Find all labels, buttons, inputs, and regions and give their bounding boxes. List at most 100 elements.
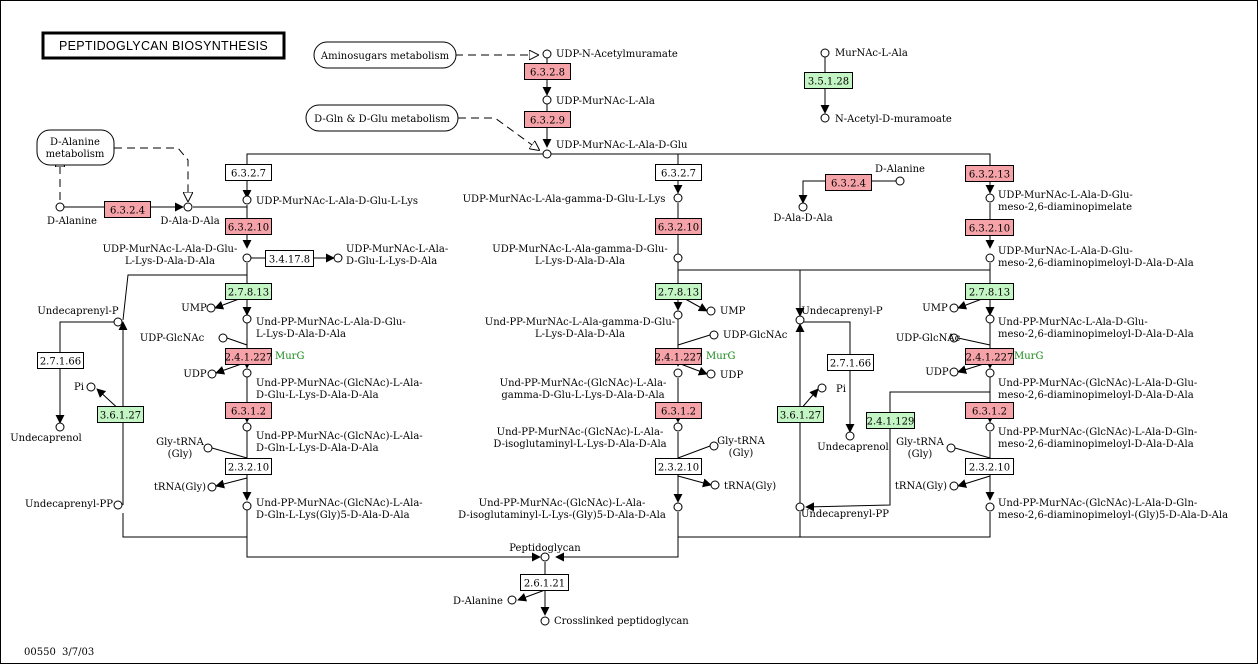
compound-node-icon[interactable] [673,422,683,432]
enzyme-box-6-3-2-7[interactable]: 6.3.2.7 [655,164,702,181]
compound-und-pp-murnac-glcnac-l-ala-d-glu-l-lys-d-ala-d-ala[interactable]: Und-PP-MurNAc-(GlcNAc)-L-Ala-D-Glu-L-Lys… [242,368,423,401]
enzyme-box-6-3-1-2[interactable]: 6.3.1.2 [225,402,272,419]
compound-und-pp-murnac-glcnac-l-ala-d-isoglutaminyl-l-lys-d-ala-d-ala[interactable]: Und-PP-MurNAc-(GlcNAc)-L-Ala-D-isoglutam… [493,422,683,450]
compound-node-icon[interactable] [242,368,252,378]
compound-node-icon[interactable] [985,422,995,432]
compound-node-icon[interactable] [795,502,805,512]
compound-node-icon[interactable] [949,367,959,377]
compound-node-icon[interactable] [55,202,65,212]
enzyme-box-6-3-2-10[interactable]: 6.3.2.10 [965,219,1014,236]
compound-undecaprenyl-p[interactable]: Undecaprenyl-P [37,306,123,327]
compound-node-icon[interactable] [542,49,552,59]
compound-node-icon[interactable] [949,481,959,491]
compound-udp-murnac-l-ala-d-glu-l-lys-d-ala[interactable]: UDP-MurNAc-L-Ala-D-Glu-L-Lys-D-Ala [333,244,448,267]
compound-und-pp-murnac-l-ala-gamma-d-glu-l-lys-d-ala-d-ala[interactable]: Und-PP-MurNAc-L-Ala-gamma-D-Glu-L-Lys-D-… [485,310,683,340]
compound-node-icon[interactable] [542,95,552,105]
compound-node-icon[interactable] [507,595,517,605]
compound-d-ala-d-ala[interactable]: D-Ala-D-Ala [773,202,833,224]
compound-node-icon[interactable] [207,369,217,379]
compound-und-pp-murnac-glcnac-l-ala-d-isoglutaminyl-l-lys-gly-5-d-ala-d-ala[interactable]: Und-PP-MurNAc-(GlcNAc)-L-Ala-D-isoglutam… [458,498,683,521]
compound-node-icon[interactable] [985,193,995,203]
compound-udp-murnac-l-ala-d-glu[interactable]: UDP-MurNAc-L-Ala-D-Glu [542,140,688,159]
enzyme-box-3-6-1-27[interactable]: 3.6.1.27 [777,406,824,423]
enzyme-box-6-3-2-13[interactable]: 6.3.2.13 [965,165,1014,182]
compound-udp-glcnac[interactable]: UDP-GlcNAc [140,333,228,344]
compound-trna-gly[interactable]: tRNA(Gly) [154,482,217,493]
compound-node-icon[interactable] [985,502,995,512]
compound-undecaprenyl-p[interactable]: Undecaprenyl-P [795,306,883,325]
compound-udp-murnac-l-ala-gamma-d-glu-l-lys-d-ala-d-ala[interactable]: UDP-MurNAc-L-Ala-gamma-D-Glu-L-Lys-D-Ala… [492,244,683,267]
compound-node-icon[interactable] [673,253,683,263]
enzyme-box-2-3-2-10[interactable]: 2.3.2.10 [965,458,1014,475]
compound-node-icon[interactable] [673,502,683,512]
compound-node-icon[interactable] [86,382,96,392]
compound-node-icon[interactable] [798,202,808,212]
enzyme-box-2-7-1-66[interactable]: 2.7.1.66 [827,354,874,371]
map-link-d-alanine[interactable]: D-Alanine metabolism [36,129,115,166]
compound-node-icon[interactable] [55,422,65,432]
enzyme-box-6-3-1-2[interactable]: 6.3.1.2 [655,402,702,419]
compound-node-icon[interactable] [820,113,830,123]
enzyme-box-2-7-8-13[interactable]: 2.7.8.13 [225,283,272,300]
compound-crosslinked-peptidoglycan[interactable]: Crosslinked peptidoglycan [540,616,689,627]
enzyme-box-2-6-1-21[interactable]: 2.6.1.21 [520,574,569,591]
compound-node-icon[interactable] [113,500,123,510]
compound-gly-trna-gly[interactable]: Gly-tRNA(Gly) [709,436,766,459]
enzyme-box-3-6-1-27[interactable]: 3.6.1.27 [97,406,144,423]
compound-node-icon[interactable] [242,253,252,263]
compound-node-icon[interactable] [820,48,830,58]
compound-node-icon[interactable] [542,149,552,159]
compound-node-icon[interactable] [709,441,719,451]
compound-und-pp-murnac-l-ala-d-glu-l-lys-d-ala-d-ala[interactable]: Und-PP-MurNAc-L-Ala-D-Glu-L-Lys-D-Ala-D-… [242,314,406,340]
compound-ump[interactable]: UMP [922,303,959,314]
compound-und-pp-murnac-glcnac-l-ala-d-gln-meso-2-6-diaminopimeloyl-d-ala-d-ala[interactable]: Und-PP-MurNAc-(GlcNAc)-L-Ala-D-Gln-meso-… [985,422,1197,450]
enzyme-box-3-4-17-8[interactable]: 3.4.17.8 [265,250,314,267]
compound-node-icon[interactable] [706,306,716,316]
compound-und-pp-murnac-glcnac-l-ala-d-gln-meso-2-6-diaminopimeloyl-gly-5-d-ala-d-ala[interactable]: Und-PP-MurNAc-(GlcNAc)-L-Ala-D-Gln-meso-… [985,498,1228,521]
compound-node-icon[interactable] [242,501,252,511]
compound-gly-trna-gly[interactable]: Gly-tRNA(Gly) [896,437,956,460]
compound-undecaprenyl-pp[interactable]: Undecaprenyl-PP [795,502,889,520]
enzyme-box-3-5-1-28[interactable]: 3.5.1.28 [804,72,853,89]
enzyme-box-6-3-1-2[interactable]: 6.3.1.2 [965,402,1014,419]
enzyme-box-6-3-2-10[interactable]: 6.3.2.10 [225,218,272,235]
compound-pi[interactable]: Pi [817,383,846,395]
compound-ump[interactable]: UMP [181,303,216,314]
enzyme-box-6-3-2-4[interactable]: 6.3.2.4 [104,201,151,218]
compound-und-pp-murnac-glcnac-l-ala-d-gln-l-lys-gly-5-d-ala-d-ala[interactable]: Und-PP-MurNAc-(GlcNAc)-L-Ala-D-Gln-L-Lys… [242,498,423,521]
compound-node-icon[interactable] [673,193,683,203]
compound-undecaprenol[interactable]: Undecaprenol [817,431,889,453]
compound-node-icon[interactable] [218,333,228,343]
compound-node-icon[interactable] [540,616,550,626]
compound-udp-n-acetylmuramate[interactable]: UDP-N-Acetylmuramate [542,49,678,60]
compound-udp[interactable]: UDP [183,369,217,380]
map-link-aminosugars[interactable]: Aminosugars metabolism [313,41,457,69]
enzyme-box-6-3-2-10[interactable]: 6.3.2.10 [655,218,702,235]
enzyme-box-2-7-8-13[interactable]: 2.7.8.13 [965,283,1014,300]
compound-n-acetyl-d-muramoate[interactable]: N-Acetyl-D-muramoate [820,113,952,125]
compound-node-icon[interactable] [949,303,959,313]
compound-node-icon[interactable] [183,202,193,212]
compound-undecaprenol[interactable]: Undecaprenol [10,422,82,444]
compound-udp-glcnac[interactable]: UDP-GlcNAc [709,330,788,341]
enzyme-box-2-4-1-227[interactable]: 2.4.1.227 [965,348,1014,365]
compound-node-icon[interactable] [540,552,550,562]
compound-peptidoglycan[interactable]: Peptidoglycan [509,543,581,562]
compound-node-icon[interactable] [985,253,995,263]
compound-node-icon[interactable] [709,330,719,340]
compound-d-alanine[interactable]: D-Alanine [875,164,925,186]
compound-node-icon[interactable] [203,443,213,453]
compound-node-icon[interactable] [207,482,217,492]
compound-udp-murnac-l-ala-gamma-d-glu-l-lys[interactable]: UDP-MurNAc-L-Ala-gamma-D-Glu-L-Lys [463,193,683,205]
compound-d-alanine[interactable]: D-Alanine [453,595,517,607]
compound-node-icon[interactable] [706,369,716,379]
enzyme-box-6-3-2-9[interactable]: 6.3.2.9 [524,111,571,128]
compound-undecaprenyl-pp[interactable]: Undecaprenyl-PP [25,499,123,510]
compound-udp-murnac-l-ala-d-glu-meso-2-6-diaminopimelate[interactable]: UDP-MurNAc-L-Ala-D-Glu-meso-2,6-diaminop… [985,190,1133,213]
compound-node-icon[interactable] [795,315,805,325]
compound-node-icon[interactable] [242,314,252,324]
enzyme-box-2-4-1-129[interactable]: 2.4.1.129 [866,412,915,429]
enzyme-box-6-3-2-4[interactable]: 6.3.2.4 [825,174,872,191]
enzyme-box-2-4-1-227[interactable]: 2.4.1.227 [225,348,273,365]
compound-node-icon[interactable] [946,443,956,453]
